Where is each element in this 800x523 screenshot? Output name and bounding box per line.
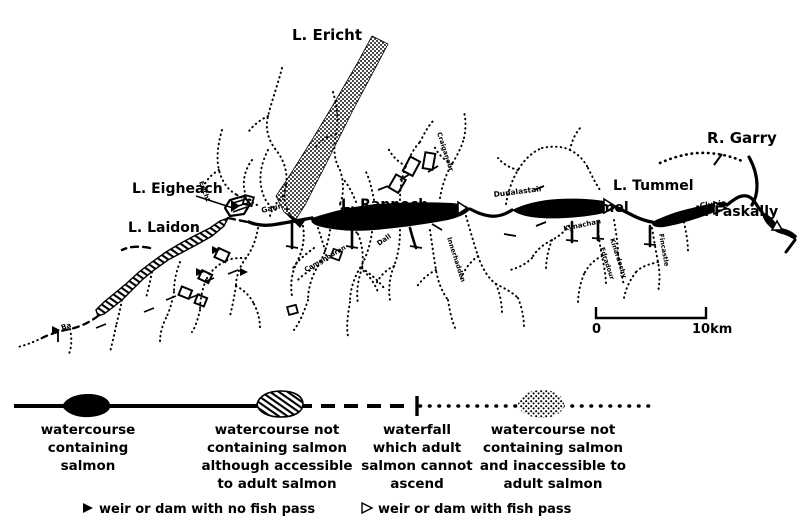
- dunalastair-water-shape: [512, 198, 616, 219]
- weir-with-pass-marker-faskally: [770, 219, 784, 231]
- weir-with-pass-marker-tummel: [713, 200, 728, 216]
- legend-text-salmon-present: watercourse containing salmon: [41, 422, 136, 474]
- waterfall-ticks-tummel: [535, 211, 657, 246]
- map-label-l-tummel: L. Tummel: [613, 178, 694, 194]
- legend-loch-filled: [62, 394, 111, 418]
- weir-markers-southwest: [196, 246, 248, 276]
- scale-bar-zero-label: 0: [592, 322, 601, 337]
- map-area: L. Ericht L. Eigheach L. Laidon L. Ranno…: [17, 26, 797, 357]
- legend-line-2: containing salmon: [207, 440, 347, 456]
- map-label-ba: Ba: [60, 321, 72, 332]
- rannoch-dunalastair-connector: [468, 207, 514, 218]
- legend-line-2: containing salmon: [483, 440, 623, 456]
- legend-line-3: salmon: [61, 458, 116, 474]
- map-label-r-garry: R. Garry: [707, 129, 777, 147]
- river-garry-solid: [747, 155, 759, 207]
- map-label-l-eigheach: L. Eigheach: [132, 181, 223, 197]
- open-triangle-icon: [361, 501, 374, 515]
- small-lochans-north: [241, 151, 437, 208]
- legend-loch-stippled: [518, 390, 564, 418]
- legend-line-2: which adult: [373, 440, 462, 456]
- weir-no-pass-marker-ba: [52, 326, 60, 334]
- legend-line-2: containing: [48, 440, 129, 456]
- legend-loch-hatched: [256, 390, 304, 418]
- legend-text-inaccessible-no-salmon: watercourse not containing salmon and in…: [480, 422, 626, 492]
- leader-line-eigheach: [195, 195, 234, 209]
- map-major-labels: L. Ericht L. Eigheach L. Laidon L. Ranno…: [128, 26, 778, 236]
- map-label-clunie: Clunie: [699, 198, 726, 210]
- legend-line-1: watercourse not: [215, 422, 340, 438]
- legend-markers-row: weir or dam with no fish pass weir or da…: [83, 501, 572, 517]
- legend-line-3: although accessible: [201, 458, 352, 474]
- map-label-l-rannoch: L. Rannoch: [341, 197, 428, 213]
- legend-marker-label-with-pass: weir or dam with fish pass: [378, 502, 572, 517]
- legend-text-waterfall: waterfall which adult salmon cannot asce…: [361, 422, 473, 492]
- river-garry-dotted-upper: [658, 151, 746, 165]
- waterfall-ticks-south: [285, 223, 517, 249]
- legend-line-1: watercourse: [41, 422, 136, 438]
- weir-no-pass-marker-eigheach: [231, 200, 240, 212]
- waterfall-tick-garry: [713, 153, 723, 166]
- eigheach-upper-tributaries: [202, 129, 284, 217]
- rannoch-south-tributaries: [293, 215, 525, 337]
- weir-with-pass-marker-dunalastair: [603, 197, 617, 215]
- tummel-south-tributaries: [509, 219, 689, 305]
- weir-with-pass-marker-rannoch: [457, 200, 469, 216]
- small-lochans-south: [285, 247, 344, 317]
- river-tummel-solid: [614, 205, 654, 224]
- legend-line-1: watercourse not: [491, 422, 616, 438]
- waterfall-ticks-southwest: [95, 269, 239, 329]
- legend-line-4: ascend: [390, 476, 444, 492]
- legend-line-3: and inaccessible to: [480, 458, 626, 474]
- legend-line-3: salmon cannot: [361, 458, 473, 474]
- river-gaur-solid: [247, 216, 314, 228]
- scale-bar: 0 10km: [592, 307, 732, 337]
- legend: watercourse containing salmon watercours…: [14, 390, 658, 517]
- legend-line-4: adult salmon: [504, 476, 603, 492]
- waterfall-ticks-north: [377, 165, 545, 191]
- map-label-l-laidon: L. Laidon: [128, 220, 200, 236]
- river-ba-dashed: [17, 314, 100, 357]
- legend-line-4: to adult salmon: [217, 476, 336, 492]
- legend-marker-label-no-pass: weir or dam with no fish pass: [99, 502, 315, 517]
- map-label-l-faskally: L. Faskally: [695, 204, 778, 220]
- tummel-garry-junction: [725, 194, 764, 214]
- map-label-r-tummel: R. Tummel: [546, 200, 629, 216]
- loch-rannoch-shape: [311, 202, 470, 231]
- faskally-outflow: [784, 238, 797, 254]
- loch-tummel-shape: [651, 202, 728, 228]
- filled-triangle-icon: [83, 503, 93, 513]
- map-label-l-ericht: L. Ericht: [292, 26, 362, 44]
- legend-line-1: waterfall: [383, 422, 451, 438]
- scale-bar-max-label: 10km: [692, 322, 732, 337]
- loch-faskally-shape: [762, 212, 797, 240]
- ericht-outflow-stream: [290, 224, 305, 298]
- southwest-tributaries: [109, 227, 261, 353]
- legend-text-accessible-no-salmon: watercourse not containing salmon althou…: [201, 422, 352, 492]
